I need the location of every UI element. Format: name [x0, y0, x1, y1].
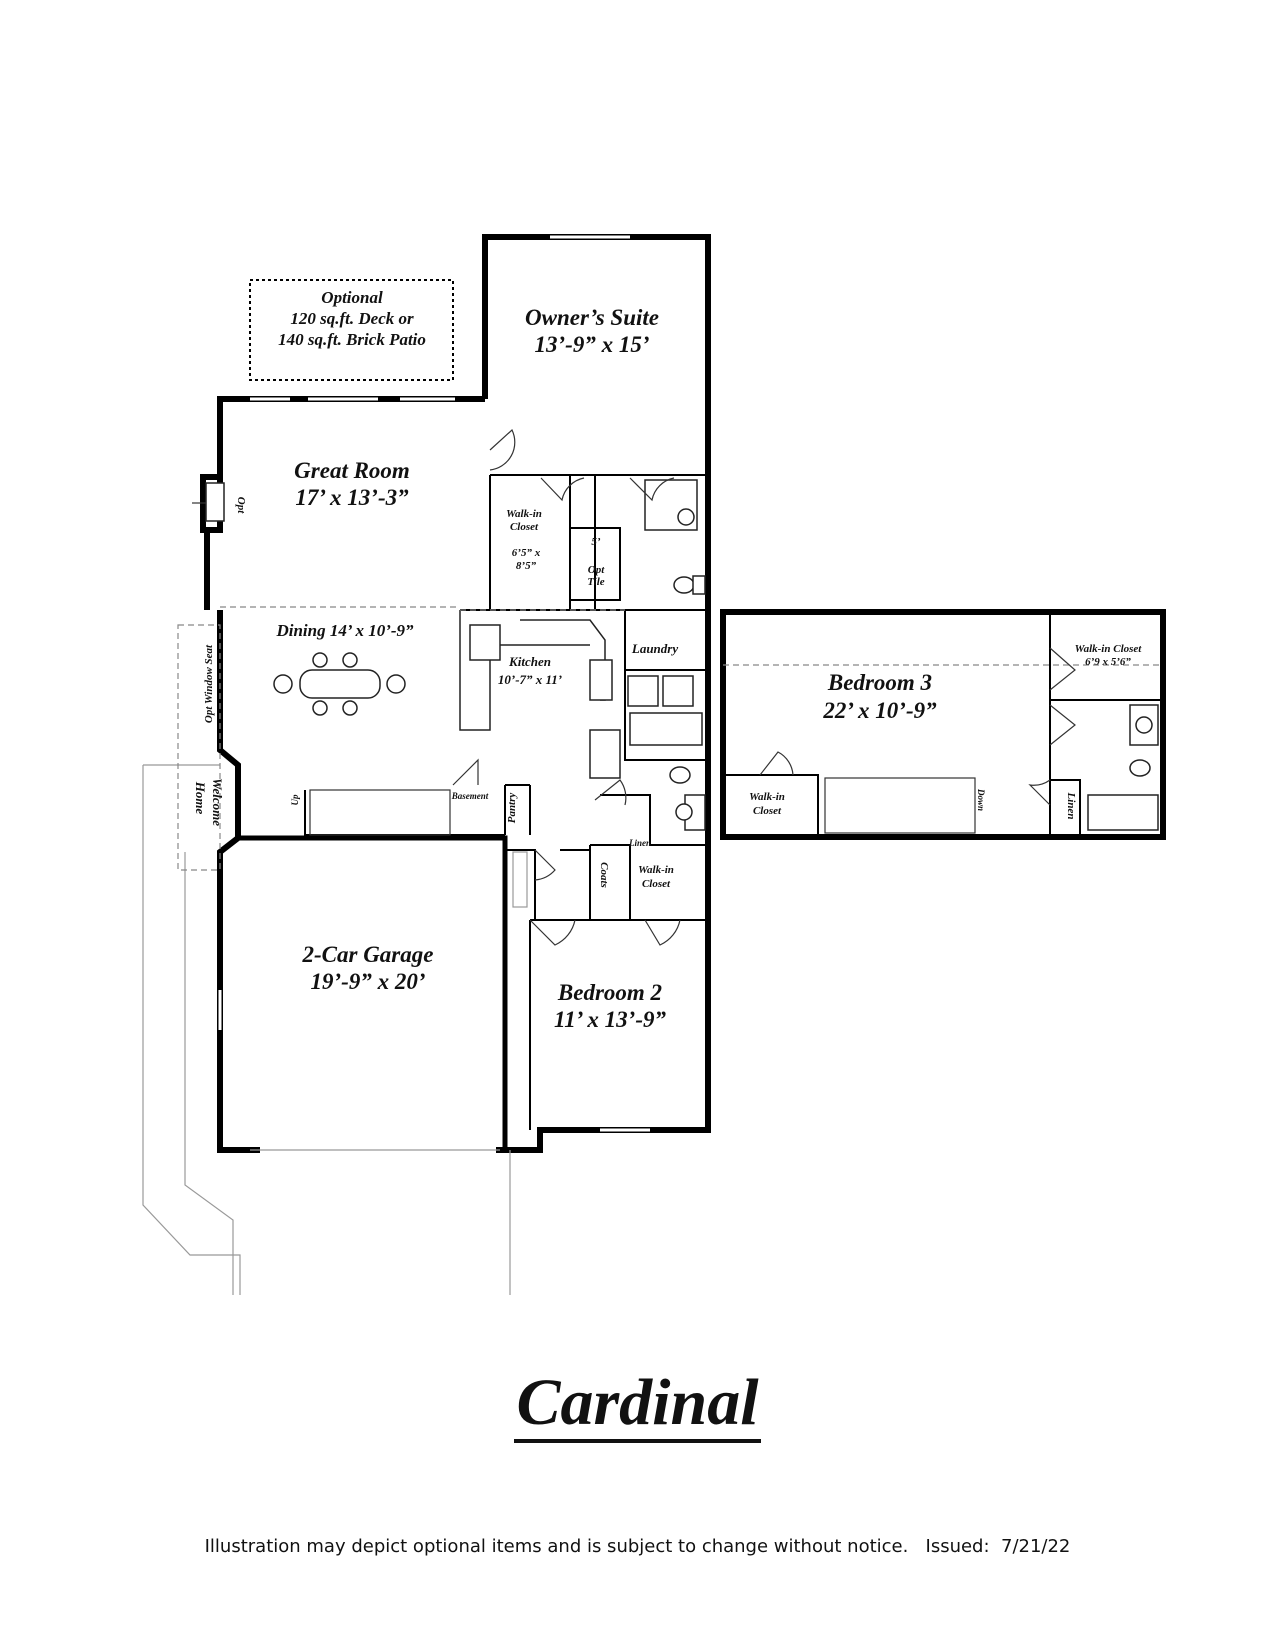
upper-stairs — [824, 777, 976, 834]
plan-title: Cardinal — [0, 1365, 1275, 1443]
linen-small-label: Linen — [628, 838, 651, 848]
fireplace-opt-label: Opt — [235, 497, 247, 514]
bed3-closet-label-1: Walk-in Closet — [1075, 643, 1143, 655]
great-room-label: Great Room — [294, 458, 410, 483]
main-floor-walls — [192, 234, 711, 1153]
owner-closet-label-2: Closet — [510, 521, 539, 533]
range-icon — [589, 659, 613, 701]
basement-label: Basement — [451, 791, 489, 801]
dining-table-icon — [273, 652, 406, 716]
welcome-label-2: Home — [193, 781, 208, 815]
main-stairs — [309, 789, 451, 836]
bedroom3-wing — [720, 609, 1166, 840]
owner-toilet-icon — [673, 576, 695, 594]
great-room-size: 17’ x 13’-3” — [295, 485, 409, 510]
fireplace-icon — [205, 482, 225, 522]
garage-walls — [238, 835, 508, 1150]
bed3-closet-label-2: 6’9 x 5’6” — [1085, 656, 1131, 668]
dining-label: Dining 14’ x 10’-9” — [275, 621, 414, 640]
shower-dim: 5’ — [591, 536, 601, 548]
bedroom3-label: Bedroom 3 — [827, 670, 932, 695]
hall-tub-icon — [629, 712, 703, 746]
interior-walls — [304, 429, 708, 1130]
bedroom3-size: 22’ x 10’-9” — [822, 698, 937, 723]
welcome-label-1: Welcome — [210, 778, 225, 826]
patio-label-2: 120 sq.ft. Deck or — [290, 309, 414, 328]
driveway-lines — [142, 624, 511, 1295]
kitchen-size: 10’-7” x 11’ — [498, 672, 562, 687]
disclaimer-text: Illustration may depict optional items a… — [204, 1536, 1071, 1557]
kitchen-label: Kitchen — [508, 654, 551, 669]
hall-toilet-icon — [669, 766, 691, 784]
pantry-label: Pantry — [506, 793, 518, 824]
bed2-closet-label-2: Closet — [642, 878, 671, 890]
coats-label: Coats — [598, 862, 610, 888]
upper-tub-icon — [1087, 794, 1159, 831]
plan-title-text: Cardinal — [514, 1366, 761, 1443]
shower-label-1: Opt — [588, 564, 605, 576]
patio-label-1: Optional — [321, 288, 383, 307]
owner-closet-dim-1: 6’5” x — [512, 547, 541, 559]
washer-icon — [627, 675, 659, 707]
kitchen-sink-icon — [469, 624, 501, 661]
garage-size: 19’-9” x 20’ — [311, 969, 426, 994]
window-seat-label: Opt Window Seat — [203, 644, 215, 723]
owners-suite-size: 13’-9” x 15’ — [535, 332, 650, 357]
owner-closet-label-1: Walk-in — [506, 508, 542, 520]
linen-upper-label: Linen — [1065, 792, 1077, 820]
garage-label: 2-Car Garage — [302, 942, 434, 967]
laundry-label: Laundry — [631, 641, 678, 656]
patio-label-3: 140 sq.ft. Brick Patio — [278, 330, 426, 349]
upper-closet-label-1: Walk-in — [749, 791, 785, 803]
bedroom2-label: Bedroom 2 — [557, 980, 662, 1005]
upper-toilet-icon — [1129, 759, 1151, 777]
upper-closet-label-2: Closet — [753, 805, 782, 817]
shower-label-2: Tile — [587, 576, 604, 588]
stairs-up-label: Up — [290, 794, 300, 805]
owner-closet-dim-2: 8’5” — [516, 560, 537, 572]
optional-patio: Optional 120 sq.ft. Deck or 140 sq.ft. B… — [249, 279, 454, 381]
stairs-down-label: Down — [976, 788, 986, 811]
dryer-icon — [662, 675, 694, 707]
bed2-closet-label-1: Walk-in — [638, 864, 674, 876]
bedroom2-size: 11’ x 13’-9” — [554, 1007, 667, 1032]
fridge-icon — [589, 729, 621, 779]
owners-suite-label: Owner’s Suite — [525, 305, 659, 330]
